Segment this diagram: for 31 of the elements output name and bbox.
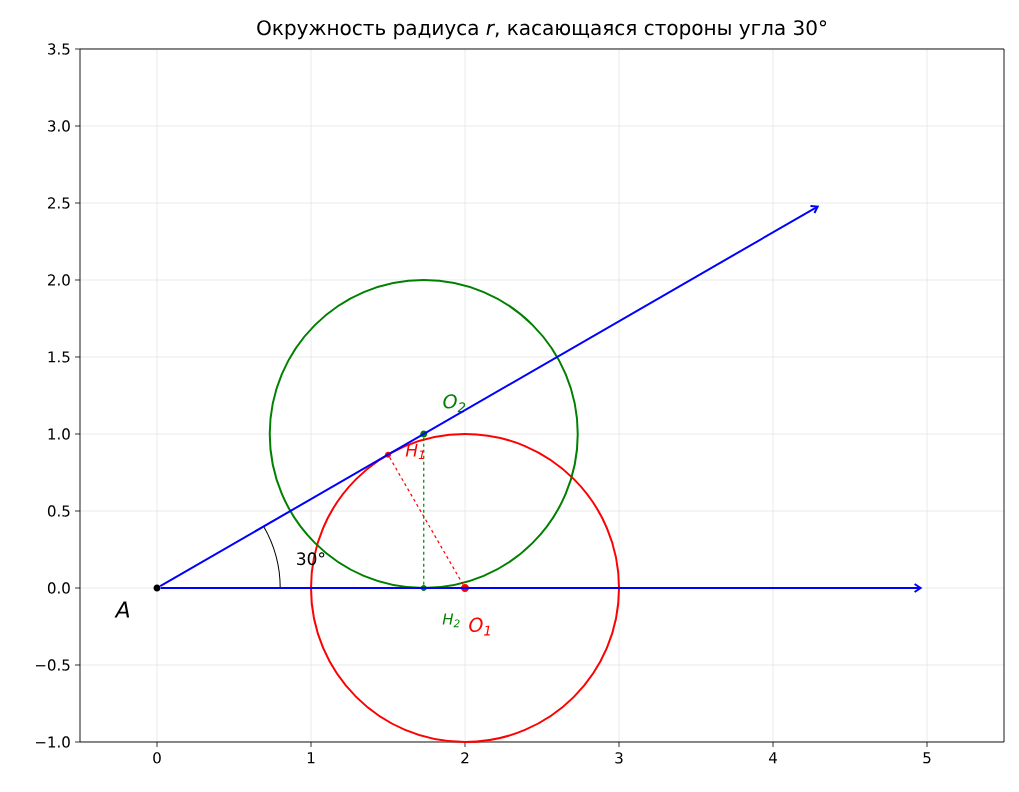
dashed-line — [423, 437, 425, 586]
tick-label: 3.5 — [48, 43, 70, 55]
tick-label: 2.5 — [48, 197, 70, 209]
tick-label: −0.5 — [35, 659, 70, 671]
labelled-point: A — [114, 584, 161, 618]
tick-label: 1.5 — [48, 351, 70, 363]
labelled-point: H$_{2}$ — [420, 585, 460, 628]
dashed-line — [389, 456, 464, 585]
node-label: A — [114, 601, 130, 618]
arrow — [159, 583, 923, 593]
labelled-point: H$_{1}$ — [385, 444, 424, 460]
tick-label: 0.5 — [47, 505, 70, 517]
node-label: H$_{1}$ — [405, 444, 424, 460]
tick-label: 2 — [461, 752, 469, 764]
node-label: O$_{2}$ — [443, 394, 466, 413]
labelled-point: O$_{1}$ — [461, 584, 490, 636]
tick-label: 2.0 — [48, 274, 70, 286]
tick-label: 3 — [615, 752, 623, 764]
arrow — [159, 205, 820, 588]
labelled-point: O$_{2}$ — [420, 394, 466, 438]
tick-label: 3.0 — [48, 120, 70, 132]
node-label: O$_{1}$ — [469, 617, 490, 636]
title: Окружность радиуса r, касающаяся стороны угла 30° — [257, 20, 827, 40]
tick-label: 1 — [307, 752, 315, 764]
tick-label: 0 — [153, 752, 161, 764]
tick-label: 0.0 — [47, 582, 70, 594]
tick-label: 4 — [769, 752, 777, 764]
tick-label: 1.0 — [48, 428, 70, 440]
tick-label: −1.0 — [35, 736, 70, 748]
tick-label: 5 — [923, 752, 931, 764]
node-label: H$_{2}$ — [442, 613, 460, 628]
